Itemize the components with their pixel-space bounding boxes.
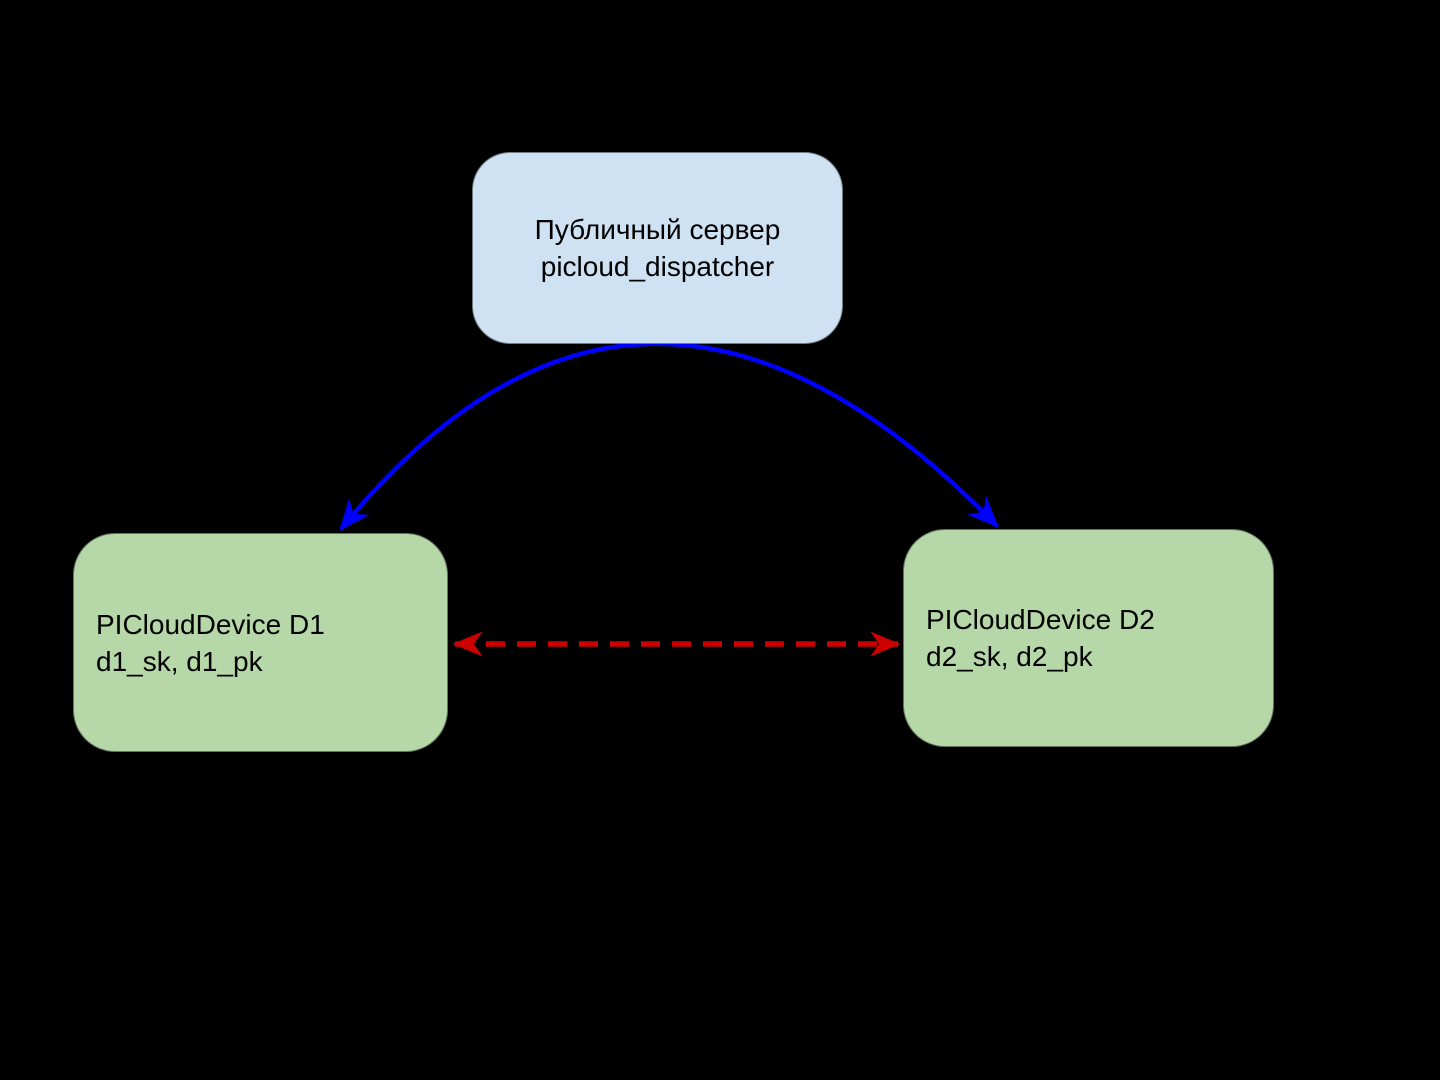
- node-device-d2-title: PICloudDevice D2: [926, 604, 1155, 635]
- node-public-server-subtitle: picloud_dispatcher: [540, 251, 775, 282]
- server-link-arrow: [339, 341, 999, 532]
- node-public-server: Публичный сервер picloud_dispatcher: [472, 152, 843, 344]
- node-device-d1-title: PICloudDevice D1: [96, 608, 325, 640]
- node-public-server-title: Публичный сервер: [534, 214, 781, 245]
- node-device-d2: PICloudDevice D2 d2_sk, d2_pk: [903, 529, 1274, 747]
- node-device-d1: PICloudDevice D1 d1_sk, d1_pk: [73, 533, 448, 752]
- node-device-d1-keys: d1_sk, d1_pk: [96, 645, 263, 677]
- node-device-d2-keys: d2_sk, d2_pk: [926, 641, 1093, 672]
